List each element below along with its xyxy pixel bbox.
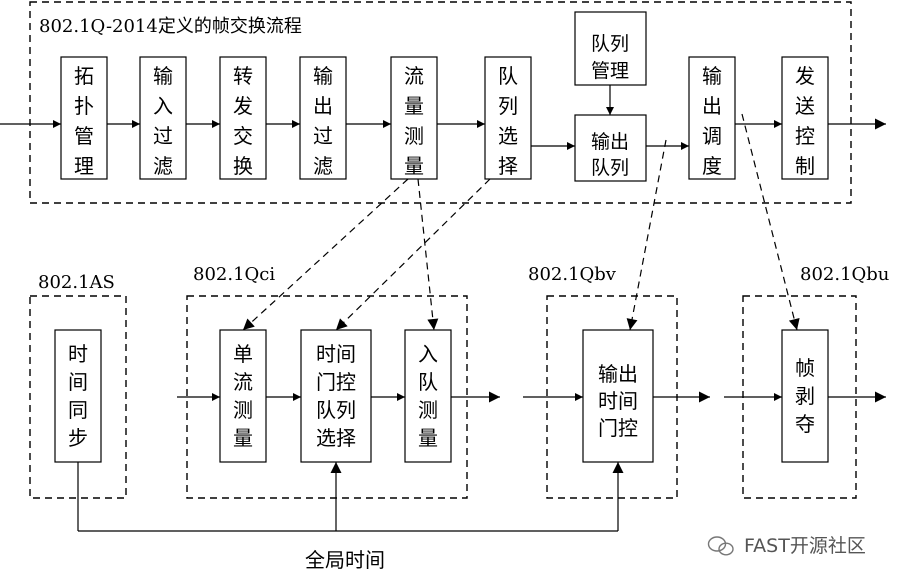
topology-management-label: 拓扑管理 bbox=[74, 64, 94, 178]
queue-selection-box bbox=[484, 56, 532, 180]
output-queue-box bbox=[574, 114, 647, 182]
as-group-title: 802.1AS bbox=[38, 272, 115, 293]
egress-filtering-label: 输出过滤 bbox=[313, 64, 333, 178]
egress-filtering-box bbox=[299, 56, 347, 180]
time-sync-label: 时间同步 bbox=[68, 342, 88, 450]
output-time-gate-box bbox=[582, 329, 654, 463]
ingress-filtering-label: 输入过滤 bbox=[153, 64, 173, 178]
frame-preemption-label: 帧剥夺 bbox=[795, 356, 815, 436]
ingress-filtering-box bbox=[139, 56, 187, 180]
top-group-title: 802.1Q-2014定义的帧交换流程 bbox=[39, 16, 302, 37]
ingress-meter-label: 入队测量 bbox=[418, 342, 438, 450]
as-group-frame bbox=[29, 295, 127, 499]
frame-preemption-box bbox=[781, 329, 829, 463]
time-sync-box bbox=[54, 329, 102, 463]
map-metering-to-stream-filter bbox=[242, 178, 409, 331]
flow-metering-box bbox=[390, 56, 438, 180]
map-metering-to-ingress-meter bbox=[417, 178, 439, 331]
forwarding-box bbox=[219, 56, 267, 180]
map-outq-to-time-gate bbox=[626, 139, 667, 331]
transmission-control-box bbox=[781, 56, 829, 180]
topology-management-box bbox=[60, 56, 108, 180]
queue-management-label: 队列管理 bbox=[591, 33, 629, 82]
flow-metering-label: 流量测量 bbox=[404, 64, 424, 178]
global-time-label: 全局时间 bbox=[305, 548, 385, 572]
wechat-icon bbox=[707, 536, 734, 556]
top-group-frame bbox=[29, 1, 852, 204]
map-sched-to-preemption bbox=[741, 113, 800, 331]
watermark-text: FAST开源社区 bbox=[744, 535, 866, 557]
queue-management-box bbox=[574, 11, 647, 86]
output-time-gate-label: 输出时间门控 bbox=[598, 362, 638, 440]
output-queue-label: 输出队列 bbox=[591, 131, 629, 179]
queue-selection-label: 队列选择 bbox=[498, 64, 518, 178]
qbu-group-title: 802.1Qbu bbox=[800, 264, 889, 285]
gate-queue-select-label: 时间门控队列选择 bbox=[316, 342, 356, 450]
qbv-group-title: 802.1Qbv bbox=[528, 264, 617, 285]
stream-filter-label: 单流测量 bbox=[233, 342, 253, 450]
transmission-selection-label: 输出调度 bbox=[702, 64, 722, 178]
qci-group-title: 802.1Qci bbox=[193, 264, 275, 285]
forwarding-label: 转发交换 bbox=[233, 64, 253, 178]
transmission-control-label: 发送控制 bbox=[795, 64, 815, 178]
stream-filter-box bbox=[219, 329, 267, 463]
transmission-selection-box bbox=[688, 56, 736, 180]
